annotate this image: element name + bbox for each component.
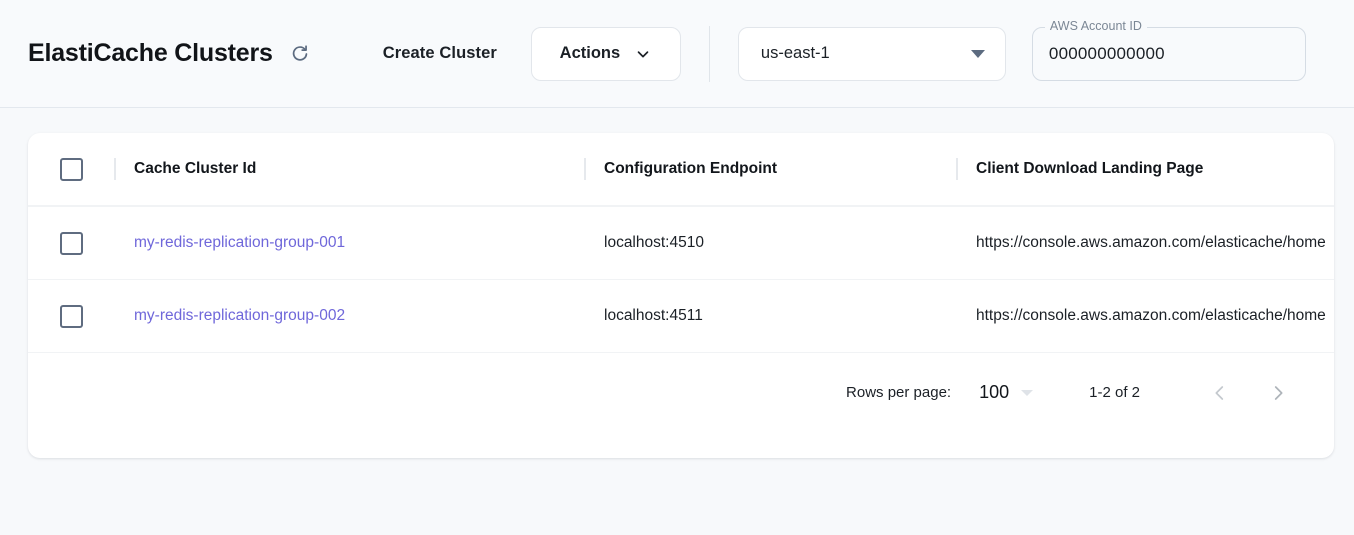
actions-button[interactable]: Actions [530,26,681,81]
table-row[interactable]: my-redis-replication-group-002 localhost… [28,279,1334,352]
column-divider-icon [584,158,586,180]
column-divider-icon [956,158,958,180]
clusters-table: Cache Cluster Id Configuration Endpoint … [28,133,1334,432]
column-header-client-download-landing-page[interactable]: Client Download Landing Page [956,158,1334,180]
column-header-label: Configuration Endpoint [604,160,778,177]
row-select-cell [28,231,114,255]
landing-page-value: https://console.aws.amazon.com/elasticac… [976,307,1326,324]
refresh-icon-glyph [292,44,308,61]
table-header-row: Cache Cluster Id Configuration Endpoint … [28,133,1334,205]
region-select[interactable]: us-east-1 [737,26,1006,81]
aws-account-id-value: 000000000000 [1048,43,1165,63]
cluster-id-link[interactable]: my-redis-replication-group-002 [134,307,346,324]
page-title: ElastiCache Clusters [28,39,273,67]
refresh-icon[interactable] [287,41,313,67]
previous-page-button[interactable] [1198,371,1242,415]
title-group: ElastiCache Clusters [28,39,313,68]
row-checkbox[interactable] [59,231,83,255]
pagination-bar: Rows per page: 100 1-2 of 2 [28,353,1334,432]
select-all-cell [28,157,114,181]
pagination-range-label: 1-2 of 2 [1089,384,1140,401]
chevron-right-icon [1274,385,1283,400]
aws-account-id-label: AWS Account ID [1044,18,1147,33]
column-header-label: Client Download Landing Page [976,160,1204,177]
cell-configuration-endpoint: localhost:4510 [584,232,956,254]
endpoint-value: localhost:4511 [604,307,703,324]
endpoint-value: localhost:4510 [604,234,704,251]
header-divider [708,25,710,82]
column-header-cache-cluster-id[interactable]: Cache Cluster Id [114,158,584,180]
aws-account-id-field[interactable]: AWS Account ID 000000000000 [1031,18,1306,81]
column-divider-icon [114,158,116,180]
rows-per-page-label: Rows per page: [846,384,952,401]
rows-per-page-value: 100 [979,382,1010,402]
cell-configuration-endpoint: localhost:4511 [584,305,956,327]
footer-separator [28,352,1334,353]
next-page-button[interactable] [1256,371,1300,415]
cell-cache-cluster-id: my-redis-replication-group-002 [114,305,584,327]
app-header: ElastiCache Clusters Create Cluster Acti… [0,0,1354,108]
select-all-checkbox[interactable] [59,157,83,181]
clusters-card: Cache Cluster Id Configuration Endpoint … [28,133,1334,458]
chevron-left-icon [1215,385,1224,400]
cell-client-download-landing-page: https://console.aws.amazon.com/elasticac… [956,305,1334,327]
rows-per-page-select[interactable]: 100 [979,382,1034,403]
region-select-value: us-east-1 [760,44,830,62]
landing-page-value: https://console.aws.amazon.com/elasticac… [976,234,1326,251]
actions-button-label: Actions [559,44,621,62]
caret-down-icon [970,49,985,58]
create-cluster-button[interactable]: Create Cluster [382,44,497,62]
row-select-cell [28,304,114,328]
row-checkbox[interactable] [59,304,83,328]
header-separator [28,205,1334,206]
column-header-configuration-endpoint[interactable]: Configuration Endpoint [584,158,956,180]
cell-client-download-landing-page: https://console.aws.amazon.com/elasticac… [956,232,1334,254]
cluster-id-link[interactable]: my-redis-replication-group-001 [134,234,346,251]
column-header-label: Cache Cluster Id [134,160,257,177]
chevron-down-icon [637,50,649,57]
table-row[interactable]: my-redis-replication-group-001 localhost… [28,206,1334,279]
caret-down-icon [1021,389,1034,396]
cell-cache-cluster-id: my-redis-replication-group-001 [114,232,584,254]
